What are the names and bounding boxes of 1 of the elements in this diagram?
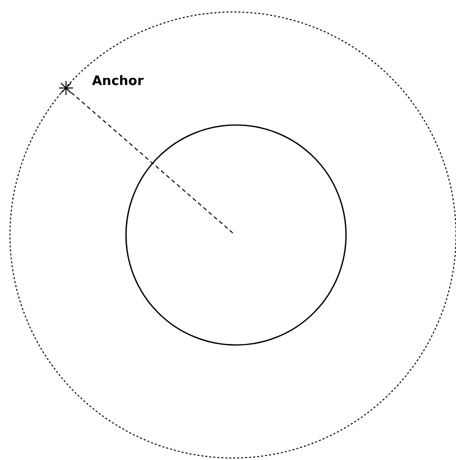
- point-label: Anchor: [92, 74, 144, 89]
